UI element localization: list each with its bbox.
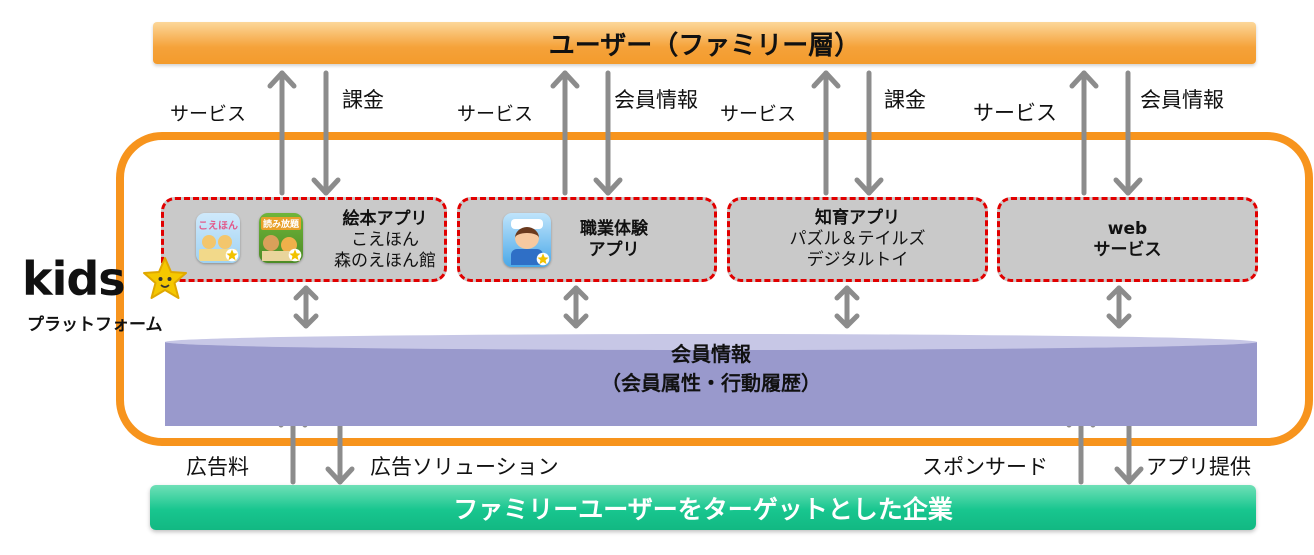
ad-solution-label: 広告ソリューション bbox=[370, 455, 559, 479]
double-arrow-2 bbox=[563, 285, 589, 329]
web-service-box: web サービス bbox=[997, 197, 1258, 282]
star-badge-icon bbox=[225, 248, 239, 262]
member-db-cylinder bbox=[165, 334, 1257, 426]
star-badge-icon bbox=[536, 252, 550, 266]
sponsored-label: スポンサード bbox=[922, 455, 1048, 479]
picture-book-app-box: こえほん 読み放題 絵本アプリ こえほん 森のえほん館 bbox=[161, 197, 447, 282]
job-experience-app-line-1: アプリ bbox=[588, 240, 640, 260]
platform-label: プラットフォーム bbox=[27, 315, 163, 335]
web-service-text: web サービス bbox=[1094, 219, 1162, 261]
arrow-up-service-2 bbox=[550, 70, 580, 196]
educational-app-line-2: デジタルトイ bbox=[806, 250, 909, 270]
picture-book-app-title: 絵本アプリ bbox=[342, 209, 428, 229]
kids-star-icon bbox=[143, 257, 187, 299]
educational-app-title: 知育アプリ bbox=[815, 208, 900, 228]
member-info-label-4: 会員情報 bbox=[1140, 88, 1224, 112]
web-service-title: web bbox=[1107, 218, 1148, 239]
koehon-icon-text: こえほん bbox=[198, 221, 238, 232]
app-supply-label: アプリ提供 bbox=[1146, 455, 1251, 479]
yomihoudai-icon-text: 読み放題 bbox=[261, 217, 301, 230]
picture-book-app-line-2: 森のえほん館 bbox=[334, 251, 436, 271]
target-companies-bar: ファミリーユーザーをターゲットとした企業 bbox=[150, 485, 1256, 530]
kids-platform-frame bbox=[116, 132, 1313, 446]
educational-app-text: 知育アプリ パズル＆テイルズ デジタルトイ bbox=[790, 208, 926, 271]
billing-label-3: 課金 bbox=[884, 88, 926, 112]
double-arrow-4 bbox=[1106, 285, 1132, 329]
kids-logo: kids bbox=[22, 256, 126, 302]
star-badge-icon bbox=[288, 248, 302, 262]
target-companies-label: ファミリーユーザーをターゲットとした企業 bbox=[453, 494, 953, 524]
web-service-line-1: サービス bbox=[1093, 239, 1162, 260]
arrow-up-service-4 bbox=[1069, 70, 1099, 196]
educational-app-box: 知育アプリ パズル＆テイルズ デジタルトイ bbox=[727, 197, 988, 282]
job-experience-app-icon bbox=[503, 213, 551, 267]
double-arrow-1 bbox=[293, 285, 319, 329]
koehon-icon: こえほん bbox=[196, 213, 240, 263]
ad-fee-label: 広告料 bbox=[186, 455, 249, 479]
arrow-down-billing-1 bbox=[311, 70, 341, 196]
billing-label-1: 課金 bbox=[342, 88, 384, 112]
job-experience-app-title: 職業体験 bbox=[580, 219, 648, 239]
arrow-down-billing-3 bbox=[854, 70, 884, 196]
member-db-subtitle: （会員属性・行動履歴） bbox=[601, 371, 821, 395]
service-label-4: サービス bbox=[973, 101, 1057, 125]
member-info-label-2: 会員情報 bbox=[614, 88, 698, 112]
users-family-label: ユーザー（ファミリー層） bbox=[548, 30, 861, 61]
arrow-up-service-3 bbox=[811, 70, 841, 196]
job-experience-app-box: 職業体験 アプリ bbox=[457, 197, 717, 282]
double-arrow-3 bbox=[834, 285, 860, 329]
educational-app-line-1: パズル＆テイルズ bbox=[789, 229, 926, 249]
arrow-up-service-1 bbox=[267, 70, 297, 196]
job-experience-app-text: 職業体験 アプリ bbox=[564, 219, 664, 261]
service-label-2: サービス bbox=[457, 103, 534, 125]
picture-book-app-line-1: こえほん bbox=[351, 230, 419, 250]
member-db-title: 会員情報 bbox=[671, 342, 751, 366]
service-label-1: サービス bbox=[170, 103, 247, 125]
member-db-text: 会員情報 （会員属性・行動履歴） bbox=[165, 340, 1257, 398]
kids-logo-text: kids bbox=[22, 252, 126, 306]
yomihoudai-icon: 読み放題 bbox=[259, 213, 303, 263]
arrow-down-member-2 bbox=[593, 70, 623, 196]
service-label-3: サービス bbox=[720, 103, 797, 125]
users-family-bar: ユーザー（ファミリー層） bbox=[153, 22, 1256, 64]
picture-book-app-text: 絵本アプリ こえほん 森のえほん館 bbox=[326, 209, 444, 272]
arrow-down-member-4 bbox=[1113, 70, 1143, 196]
